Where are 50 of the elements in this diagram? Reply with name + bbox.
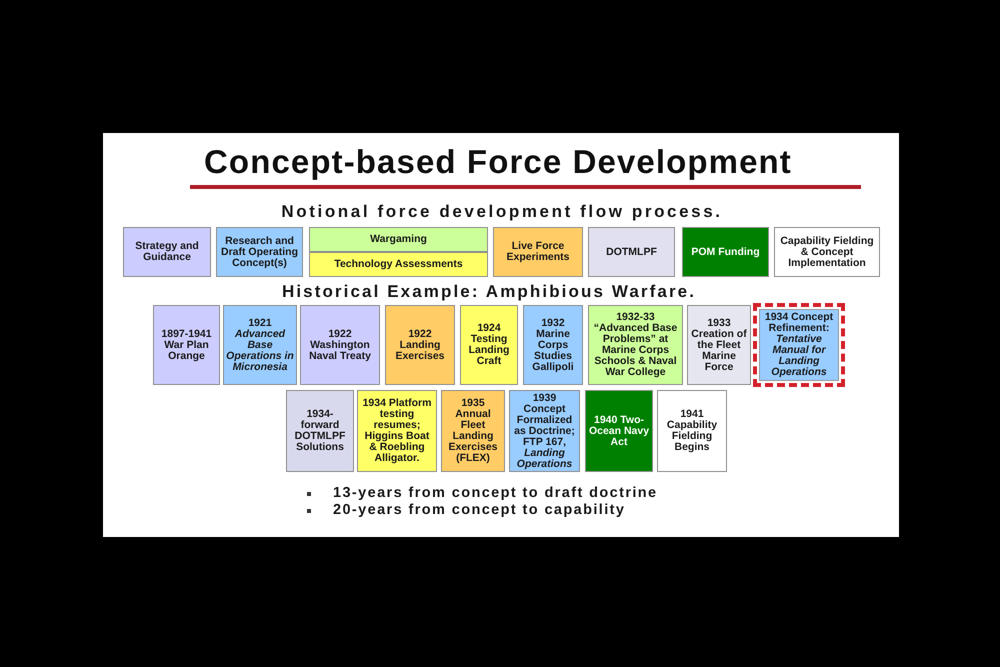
step-label: Technology Assessments xyxy=(334,259,463,270)
slide-title: Concept-based Force Development xyxy=(204,143,792,181)
section-heading: Notional force development flow process. xyxy=(280,202,724,222)
milestone-label: 1921 Advanced Base Operations in Micronesia xyxy=(226,318,294,372)
milestone-label: 1941 Capability Fielding Begins xyxy=(666,409,718,453)
milestone-label: 1897-1941 War Plan Orange xyxy=(160,328,213,362)
step-label: POM Funding xyxy=(691,246,760,258)
milestone-label: 1932-33 “Advanced Base Problems” at Marine Corps Schools & Naval War College xyxy=(592,312,678,378)
milestone-label: 1922 Landing Exercises xyxy=(394,328,446,362)
process-step-box xyxy=(774,227,880,277)
milestone-label: 1934 Platform testing resumes; Higgins Boat & Roebling Alligator. xyxy=(362,398,432,464)
milestone-label: 1933 Creation of the Fleet Marine Force xyxy=(690,318,748,372)
milestone-label: 1934 Concept Refinement: Tentative Manual for Landing Operations xyxy=(764,312,834,378)
step-label: Capability Fielding & Concept Implementation xyxy=(779,236,875,268)
milestone-box xyxy=(585,390,653,472)
step-label: Wargaming xyxy=(370,234,427,245)
milestone-box xyxy=(223,305,297,385)
process-step-box xyxy=(493,227,583,277)
process-step-box xyxy=(309,227,488,252)
milestone-box xyxy=(460,305,518,385)
milestone-box xyxy=(687,305,751,385)
milestone-label: 1940 Two-Ocean Navy Act xyxy=(588,414,650,448)
milestone-box xyxy=(286,390,354,472)
step-label: DOTMLPF xyxy=(606,246,657,258)
milestone-label: 1932 Marine Corps Studies Gallipoli xyxy=(531,318,575,372)
process-step-box xyxy=(588,227,675,277)
process-step-box xyxy=(216,227,303,277)
process-step-box xyxy=(309,252,488,277)
step-label: Live Force Experiments xyxy=(505,241,571,263)
milestone-label: 1922 Washington Naval Treaty xyxy=(308,328,372,362)
section-heading: Historical Example: Amphibious Warfare. xyxy=(280,282,698,302)
milestone-box xyxy=(523,305,583,385)
milestone-label: 1924 Testing Landing Craft xyxy=(468,323,510,367)
milestone-label: 1934-forward DOTMLPF Solutions xyxy=(294,409,346,453)
milestone-box xyxy=(441,390,505,472)
milestone-label: 1939 Concept Formalized as Doctrine; FTP 167, Landing Operations xyxy=(513,392,576,470)
milestone-box xyxy=(385,305,455,385)
highlighted-milestone-box xyxy=(753,303,845,387)
milestone-box xyxy=(300,305,380,385)
milestone-box xyxy=(588,305,683,385)
process-step-box xyxy=(682,227,769,277)
step-label: Strategy and Guidance xyxy=(134,241,200,263)
bullet-point: 20-years from concept to capability xyxy=(333,502,626,519)
milestone-box xyxy=(357,390,437,472)
process-step-box xyxy=(123,227,211,277)
bullet-point: 13-years from concept to draft doctrine xyxy=(333,485,658,502)
milestone-box xyxy=(657,390,727,472)
step-label: Research and Draft Operating Concept(s) xyxy=(220,236,299,268)
milestone-box xyxy=(153,305,220,385)
milestone-label: 1935 Annual Fleet Landing Exercises (FLEX) xyxy=(447,398,499,464)
